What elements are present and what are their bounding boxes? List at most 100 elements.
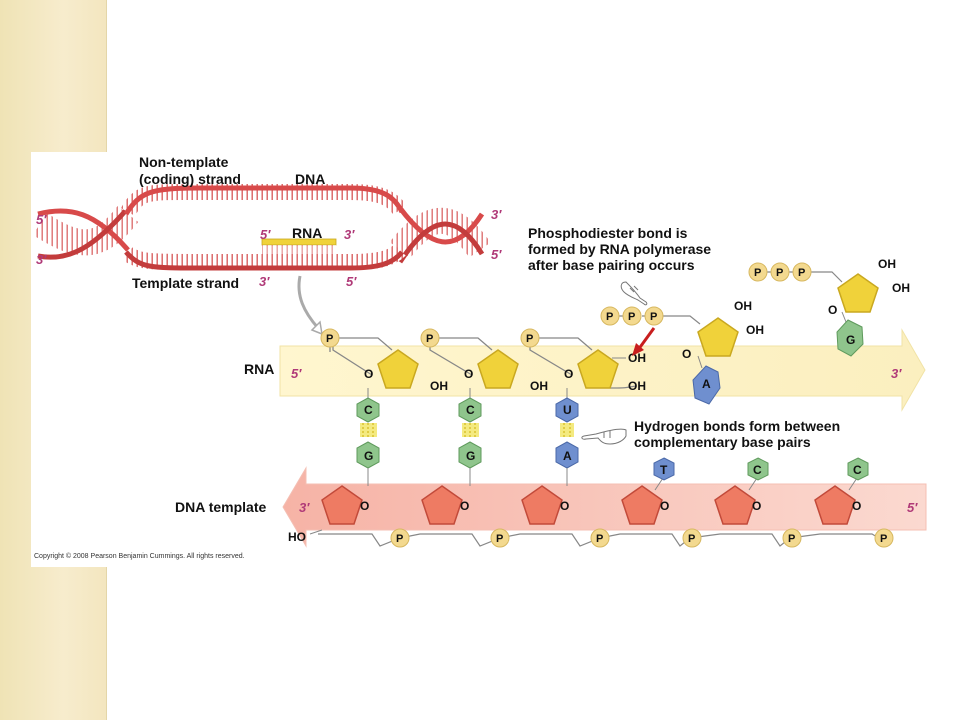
- hydroxyl-label: OH: [746, 323, 764, 337]
- phosphate-label: P: [496, 533, 503, 545]
- end-label: 5′: [491, 247, 502, 262]
- base-hexagon: [356, 397, 380, 423]
- base-hexagon: [747, 457, 769, 481]
- end-label: 3′: [344, 227, 355, 242]
- phosphate-label: P: [326, 333, 333, 345]
- base-hexagon: [555, 397, 579, 423]
- dna-template-label: DNA template: [175, 499, 266, 515]
- phosphate-label: P: [880, 533, 887, 545]
- pointing-hand-icon: [620, 281, 648, 306]
- base-hexagon: [458, 397, 482, 423]
- oxygen-label: O: [828, 303, 837, 317]
- rna-nucleotide: P O OH OH U: [520, 328, 646, 423]
- incoming-base-label: A: [702, 377, 711, 391]
- template-strand: [124, 250, 404, 271]
- end-label: 5′: [907, 500, 918, 515]
- oxygen-label: O: [682, 347, 691, 361]
- phosphate-label: P: [596, 533, 603, 545]
- ho-label: HO: [288, 530, 306, 544]
- right-double-helix: [389, 206, 491, 264]
- hydroxyl-label: OH: [734, 299, 752, 313]
- end-label: 3′: [491, 207, 502, 222]
- phosphodiester-note-3: after base pairing occurs: [528, 257, 695, 273]
- end-label: 3′: [259, 274, 270, 289]
- rna-row-label: RNA: [244, 361, 274, 377]
- end-label: 5′: [36, 212, 47, 227]
- end-label: 5′: [260, 227, 271, 242]
- zoom-arrow: [297, 275, 320, 329]
- phosphate-label: P: [798, 267, 805, 279]
- non-template-label-1: Non-template: [139, 154, 229, 170]
- rna-nucleotide: P O OH C: [320, 328, 448, 423]
- dna-base-label: A: [563, 449, 572, 463]
- deoxyribose-sugar: [621, 485, 663, 525]
- dna-base-label: C: [753, 463, 762, 477]
- hydroxyl-label: OH: [892, 281, 910, 295]
- end-label: 5′: [346, 274, 357, 289]
- hydrogen-bonds: [360, 423, 574, 437]
- oxygen-label: O: [560, 499, 569, 513]
- incoming-base-label: G: [846, 333, 855, 347]
- phosphodiester-note-1: Phosphodiester bond is: [528, 225, 688, 241]
- phosphate-label: P: [788, 533, 795, 545]
- oxygen-label: O: [464, 367, 473, 381]
- template-strand-label: Template strand: [132, 275, 239, 291]
- end-label: 3′: [299, 500, 310, 515]
- ribose-sugar: [577, 349, 619, 389]
- phosphodiester-arrow: [636, 327, 656, 351]
- phosphate-label: P: [606, 311, 613, 323]
- hydrogen-bond-note-2: complementary base pairs: [634, 434, 811, 450]
- oxygen-label: O: [460, 499, 469, 513]
- phosphate-label: P: [688, 533, 695, 545]
- hydroxyl-label: OH: [530, 379, 548, 393]
- dna-unpaired-bases: T C C: [653, 457, 869, 491]
- oxygen-label: O: [360, 499, 369, 513]
- pointing-hand-icon: [581, 428, 627, 445]
- base-hexagon: [692, 365, 721, 405]
- dna-label: DNA: [295, 171, 325, 187]
- ribose-sugar: [377, 349, 419, 389]
- rna-bubble-label: RNA: [292, 225, 322, 241]
- dna-transcription-bubble: [32, 183, 491, 336]
- dna-base-label: G: [364, 449, 373, 463]
- dna-template-strand-nucleotides: O O O O O O HO P P P P P P: [288, 485, 894, 548]
- hydroxyl-label: OH: [628, 379, 646, 393]
- dna-phosphates: [390, 528, 894, 548]
- rna-base-label: C: [364, 403, 373, 417]
- hydrogen-bond-note-1: Hydrogen bonds form between: [634, 418, 840, 434]
- phosphate-label: P: [396, 533, 403, 545]
- deoxyribose-sugar: [421, 485, 463, 525]
- ribose-sugar: [697, 317, 739, 357]
- left-double-helix: [32, 205, 139, 260]
- base-hexagon: [653, 457, 675, 481]
- deoxyribose-sugar: [814, 485, 856, 525]
- non-template-label-2: (coding) strand: [139, 171, 241, 187]
- oxygen-label: O: [660, 499, 669, 513]
- non-template-strand: [123, 185, 405, 216]
- incoming-nucleotide-triphosphate: P P P O OH OH A: [600, 299, 764, 405]
- phosphate-label: P: [754, 267, 761, 279]
- phosphate-label: P: [650, 311, 657, 323]
- end-label: 3′: [891, 366, 902, 381]
- rna-nucleotide: P O OH C: [420, 328, 548, 423]
- hydroxyl-label: OH: [878, 257, 896, 271]
- base-hexagon: [847, 457, 869, 481]
- free-nucleotide-triphosphate: P P P O OH OH G: [748, 257, 910, 357]
- ribose-sugar: [837, 273, 879, 313]
- rna-base-label: U: [563, 403, 572, 417]
- deoxyribose-sugar: [521, 485, 563, 525]
- phosphodiester-note-2: formed by RNA polymerase: [528, 241, 711, 257]
- phosphate-label: P: [526, 333, 533, 345]
- dna-base-label: T: [660, 463, 668, 477]
- phosphate-label: P: [628, 311, 635, 323]
- phosphate-label: P: [776, 267, 783, 279]
- rna-backbone: [332, 337, 593, 376]
- end-label: 3′: [36, 252, 47, 267]
- base-hexagon: [836, 319, 864, 357]
- oxygen-label: O: [752, 499, 761, 513]
- oxygen-label: O: [364, 367, 373, 381]
- deoxyribose-sugar: [321, 485, 363, 525]
- dna-paired-bases: G G A: [356, 441, 579, 486]
- hydroxyl-label: OH: [430, 379, 448, 393]
